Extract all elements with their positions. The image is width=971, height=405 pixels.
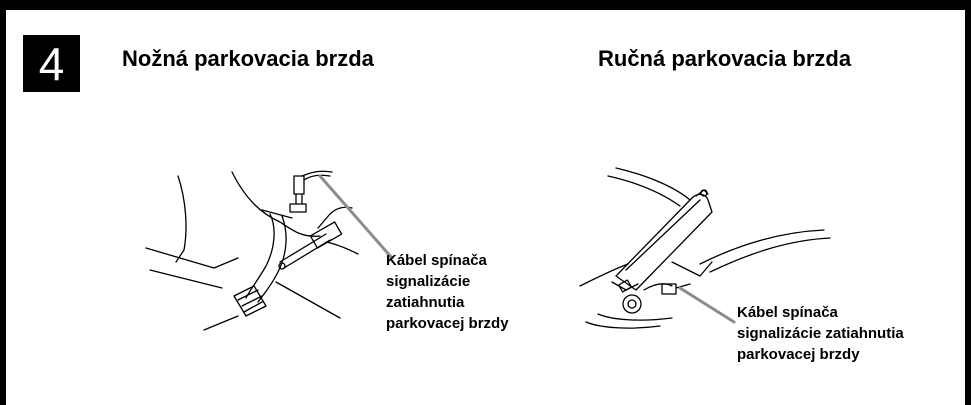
callout-line: Kábel spínača — [386, 252, 487, 269]
callout-line: zatiahnutia — [386, 294, 465, 311]
foot-brake-switch-cable-callout: Kábel spínača signalizácie zatiahnutia p… — [386, 250, 509, 334]
callout-line: signalizácie — [386, 273, 471, 290]
callout-line: signalizácie zatiahnutia — [737, 325, 904, 342]
hand-brake-switch-cable-callout: Kábel spínača signalizácie zatiahnutia p… — [737, 302, 904, 365]
step-number-badge: 4 — [23, 35, 80, 92]
callout-line: parkovacej brzdy — [386, 315, 509, 332]
hand-brake-heading: Ručná parkovacia brzda — [598, 46, 852, 71]
callout-line: parkovacej brzdy — [737, 346, 860, 363]
foot-brake-heading: Nožná parkovacia brzda — [122, 46, 374, 71]
callout-line: Kábel spínača — [737, 304, 838, 321]
